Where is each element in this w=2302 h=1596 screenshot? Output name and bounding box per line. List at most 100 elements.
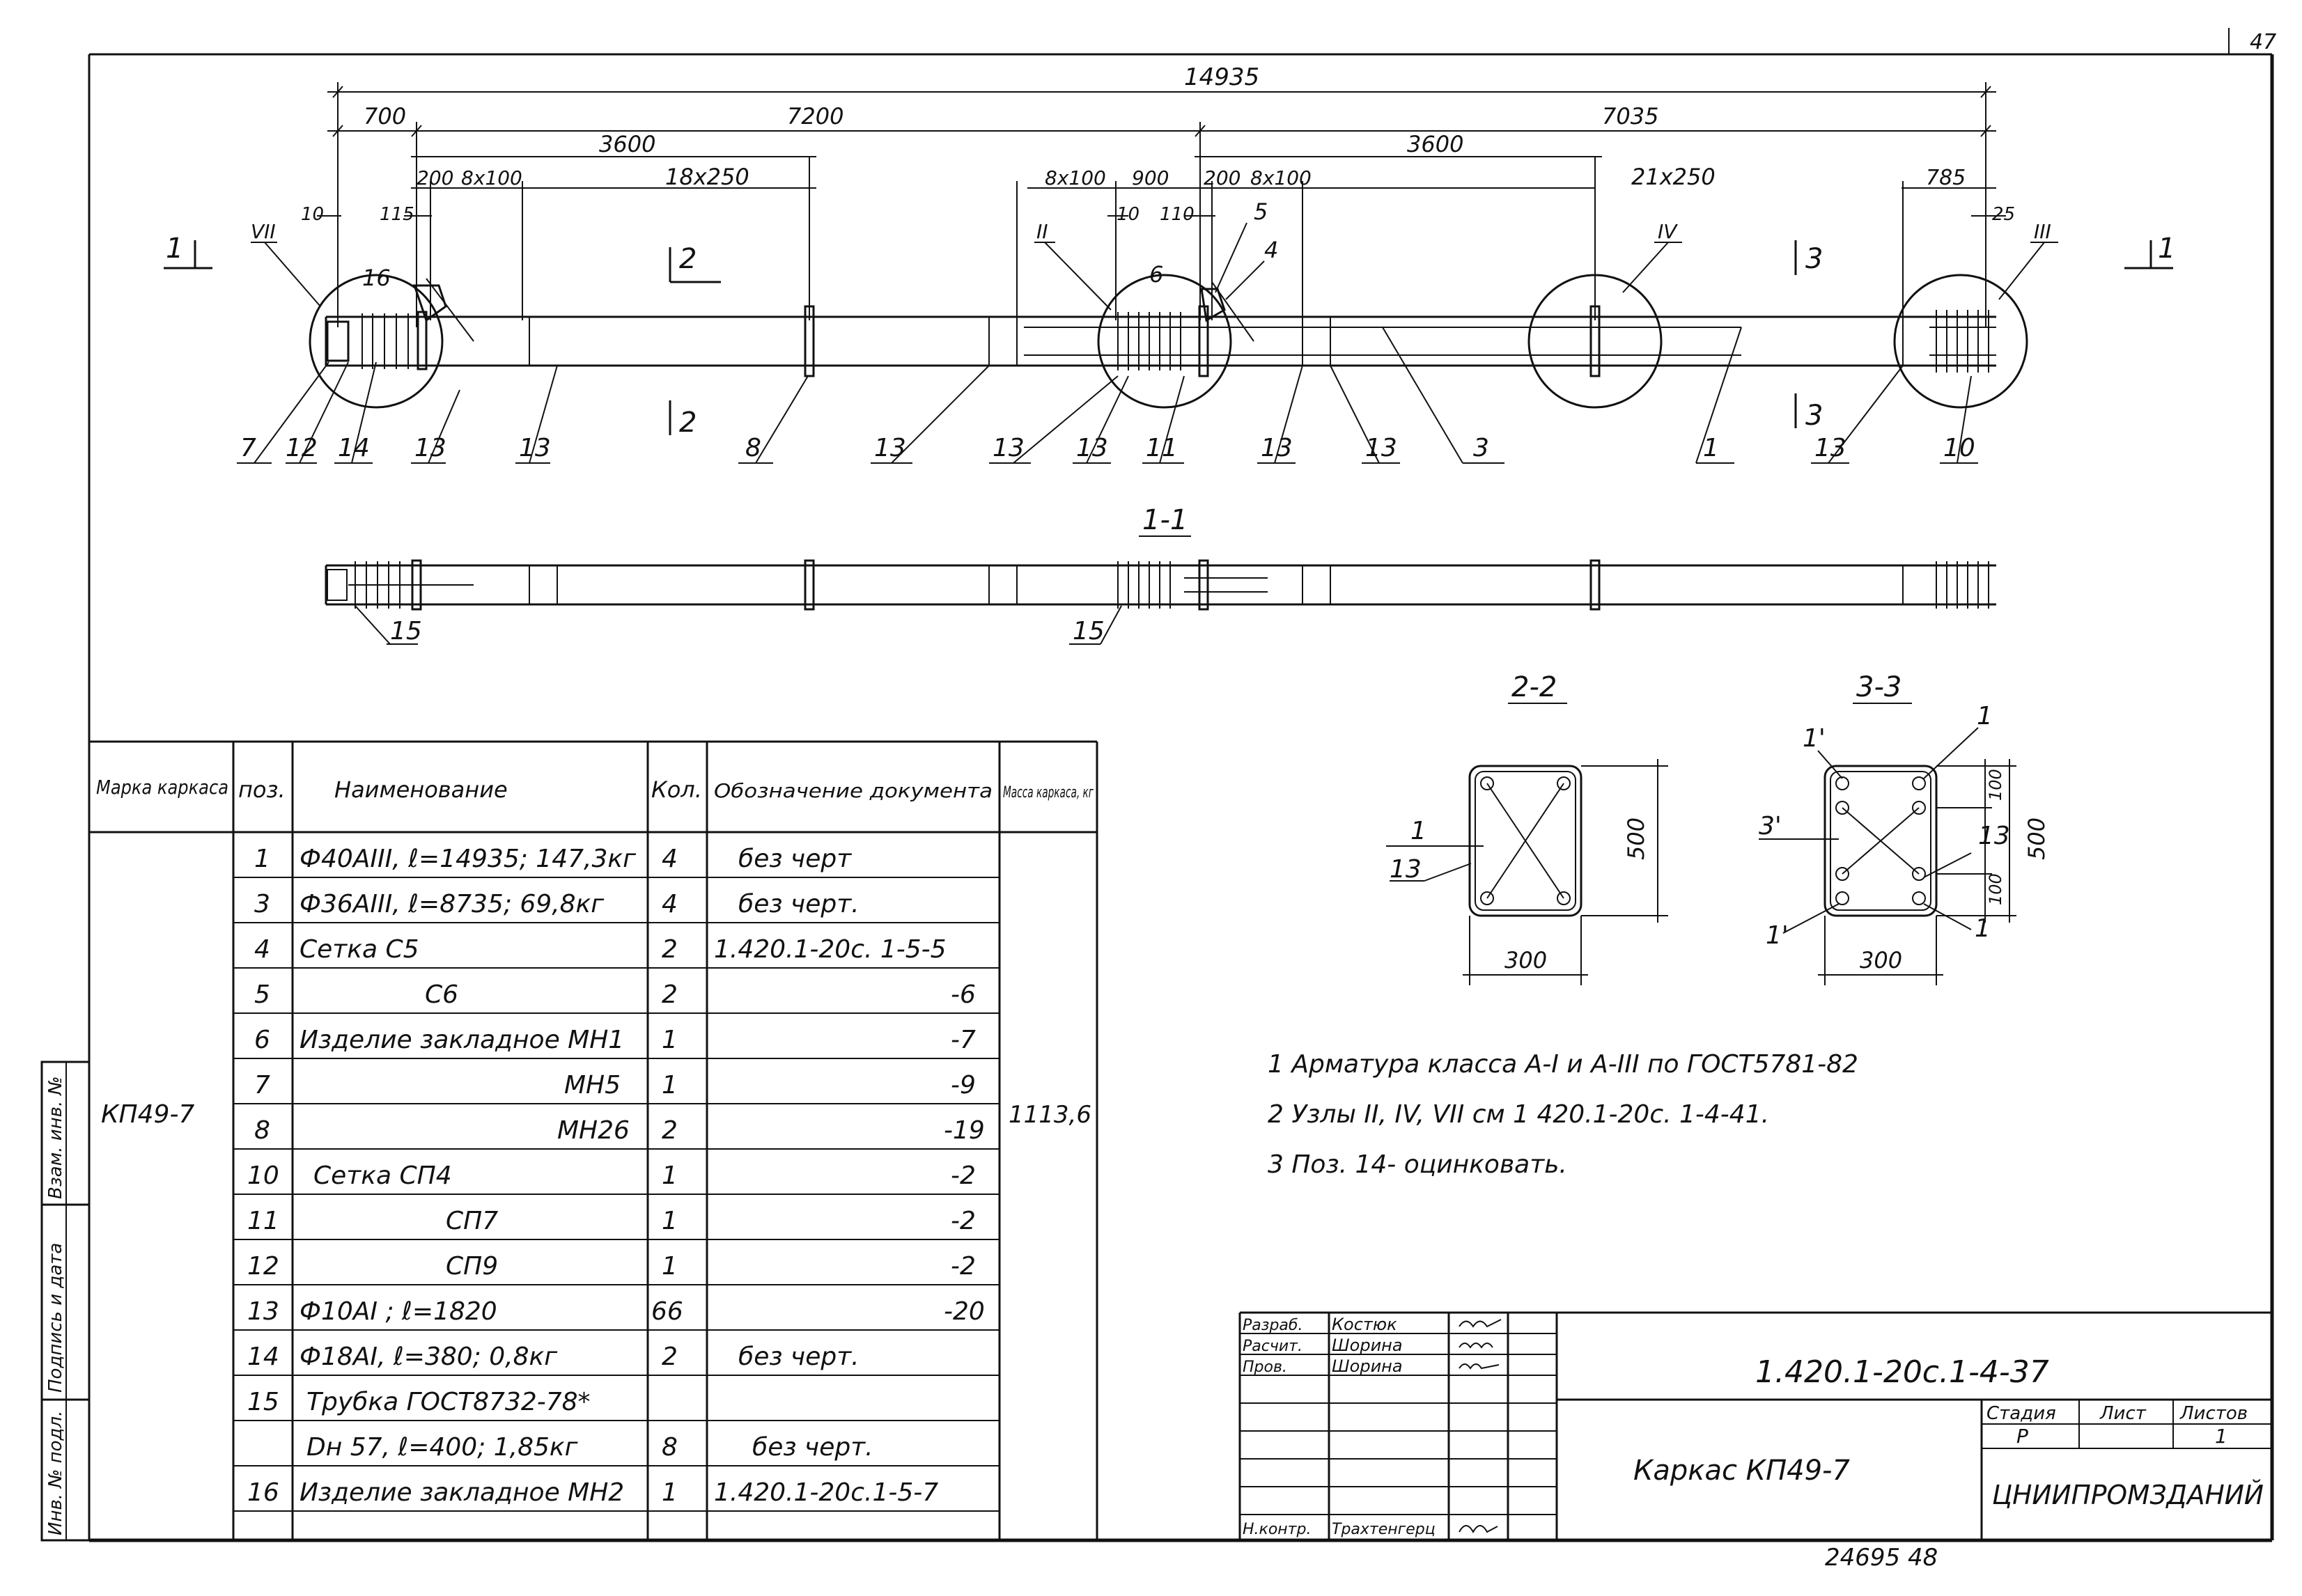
row-qty: 1 xyxy=(662,1252,678,1281)
section-3-3-lab1: 1 xyxy=(1977,702,1993,730)
row-doc: без черт. xyxy=(738,890,860,918)
row-name: Изделие закладное МН1 xyxy=(300,1026,624,1054)
dim-8x100-a: 8x100 xyxy=(461,166,522,189)
row-name: Ф36АIII, ℓ=8735; 69,8кг xyxy=(300,890,605,918)
row-doc: 1.420.1-20с.1-5-7 xyxy=(714,1478,938,1507)
leader-4 xyxy=(1225,260,1265,300)
section-2-2-lab1: 1 xyxy=(1410,817,1426,845)
section-2-top: 2 xyxy=(679,243,697,275)
header-mass: Масса каркаса, кг xyxy=(1003,784,1094,801)
signatures xyxy=(1459,1319,1502,1534)
callout-4: 4 xyxy=(1264,237,1278,263)
bottom-number: 24695 48 xyxy=(1825,1544,1938,1572)
row-qty: 1 xyxy=(662,1026,678,1054)
row-doc: -9 xyxy=(951,1071,976,1100)
dim-115: 115 xyxy=(380,204,414,225)
row-name: Сетка С5 xyxy=(300,935,419,964)
dim-10-a: 10 xyxy=(301,204,324,225)
row-doc: -2 xyxy=(951,1161,976,1190)
section-3-3-lab1b: 1 xyxy=(1975,914,1991,943)
section-3-3-lab1pp: 1' xyxy=(1766,921,1789,950)
row-name: Сетка СП4 xyxy=(313,1161,452,1190)
pos-label: 11 xyxy=(1146,434,1178,462)
note-3: 3 Поз. 14- оцинковать. xyxy=(1268,1150,1567,1179)
callout-5: 5 xyxy=(1254,198,1268,225)
header-doc: Обозначение документа xyxy=(714,779,993,802)
stage-value: Р xyxy=(2016,1425,2028,1448)
pos-label: 13 xyxy=(1261,434,1293,462)
row-pos: 12 xyxy=(247,1252,279,1281)
pos-label: 12 xyxy=(286,434,318,462)
row-name: С6 xyxy=(425,980,458,1009)
role-norm-control: Н.контр. xyxy=(1243,1521,1311,1538)
section-3-3-lab13: 13 xyxy=(1978,822,2010,850)
row-qty: 2 xyxy=(662,980,678,1009)
pos-label: 8 xyxy=(745,434,761,462)
row-pos: 7 xyxy=(254,1071,270,1100)
node-vii-label: VII xyxy=(251,220,276,243)
cage-mass: 1113,6 xyxy=(1009,1101,1091,1129)
dim-700: 700 xyxy=(364,103,406,130)
section-2-bottom: 2 xyxy=(679,407,697,439)
section-3-3-lab3: 3' xyxy=(1759,812,1782,840)
row-qty: 4 xyxy=(662,845,678,873)
dim-21x250: 21x250 xyxy=(1631,164,1716,190)
side-stamp xyxy=(40,1061,91,1542)
pos-label: 1 xyxy=(1703,434,1719,462)
notes: 1 Арматура класса А-I и А-III по ГОСТ578… xyxy=(1268,1050,1858,1179)
title-block-grid xyxy=(1238,1311,2272,1540)
row-qty: 1 xyxy=(662,1161,678,1190)
row-doc: -19 xyxy=(944,1116,985,1145)
spec-table-rows: 1 Ф40АIII, ℓ=14935; 147,3кг 4 без черт 3… xyxy=(247,845,985,1507)
row-name: Dн 57, ℓ=400; 1,85кг xyxy=(306,1433,579,1462)
pos-label: 14 xyxy=(338,434,370,462)
dim-18x250: 18x250 xyxy=(665,164,749,190)
row-doc: 1.420.1-20с. 1-5-5 xyxy=(714,935,947,964)
section-1-1-label-a: 15 xyxy=(390,617,422,646)
stamp-replaced-inv: Взам. инв. № xyxy=(45,1076,66,1199)
note-1: 1 Арматура класса А-I и А-III по ГОСТ578… xyxy=(1268,1050,1858,1079)
section-3-3-dim-h: 500 xyxy=(2023,817,2050,860)
header-pos: поз. xyxy=(238,776,286,803)
section-3-3-lab1p: 1' xyxy=(1803,724,1826,753)
row-pos: 3 xyxy=(254,890,270,918)
section-1-right: 1 xyxy=(2158,233,2175,265)
pos-label: 13 xyxy=(874,434,906,462)
row-qty: 4 xyxy=(662,890,678,918)
section-1-left: 1 xyxy=(166,233,183,265)
row-pos: 16 xyxy=(247,1478,279,1507)
row-qty: 1 xyxy=(662,1478,678,1507)
dim-200-b: 200 xyxy=(1204,166,1241,189)
section-3-3-dim-100a: 100 xyxy=(1986,769,2005,801)
section-3-3-view xyxy=(1759,727,2016,985)
header-mark: Марка каркаса xyxy=(96,776,228,799)
pos-label: 13 xyxy=(1076,434,1108,462)
dim-total: 14935 xyxy=(1184,63,1259,91)
row-qty: 1 xyxy=(662,1207,678,1235)
name-norm-controller: Трахтенгерц xyxy=(1332,1521,1436,1538)
dim-200-a: 200 xyxy=(417,166,453,189)
role-checked: Пров. xyxy=(1243,1359,1287,1376)
row-doc: без черт. xyxy=(738,1343,860,1371)
row-qty: 2 xyxy=(662,1116,678,1145)
section-1-1-title: 1-1 xyxy=(1142,504,1188,536)
row-doc: -7 xyxy=(951,1026,976,1054)
row-pos: 1 xyxy=(254,845,270,873)
role-developed: Разраб. xyxy=(1243,1317,1302,1334)
pos-label: 13 xyxy=(414,434,446,462)
row-pos: 8 xyxy=(254,1116,270,1145)
cage-elevation xyxy=(325,278,1996,377)
pos-label: 13 xyxy=(993,434,1025,462)
node-iii-label: III xyxy=(2034,220,2051,243)
dim-8x100-b: 8x100 xyxy=(1045,166,1106,189)
organization-name: ЦНИИПРОМЗДАНИЙ xyxy=(1992,1480,2264,1510)
row-doc: -6 xyxy=(951,980,976,1009)
section-2-2-dim-w: 300 xyxy=(1504,947,1547,973)
row-pos: 11 xyxy=(247,1207,279,1235)
drawing-title: Каркас КП49-7 xyxy=(1633,1455,1850,1487)
section-1-1-view xyxy=(325,559,1996,645)
section-3-bottom: 3 xyxy=(1805,400,1823,432)
row-doc: без черт xyxy=(738,845,852,873)
row-name: Изделие закладное МН2 xyxy=(300,1478,624,1507)
